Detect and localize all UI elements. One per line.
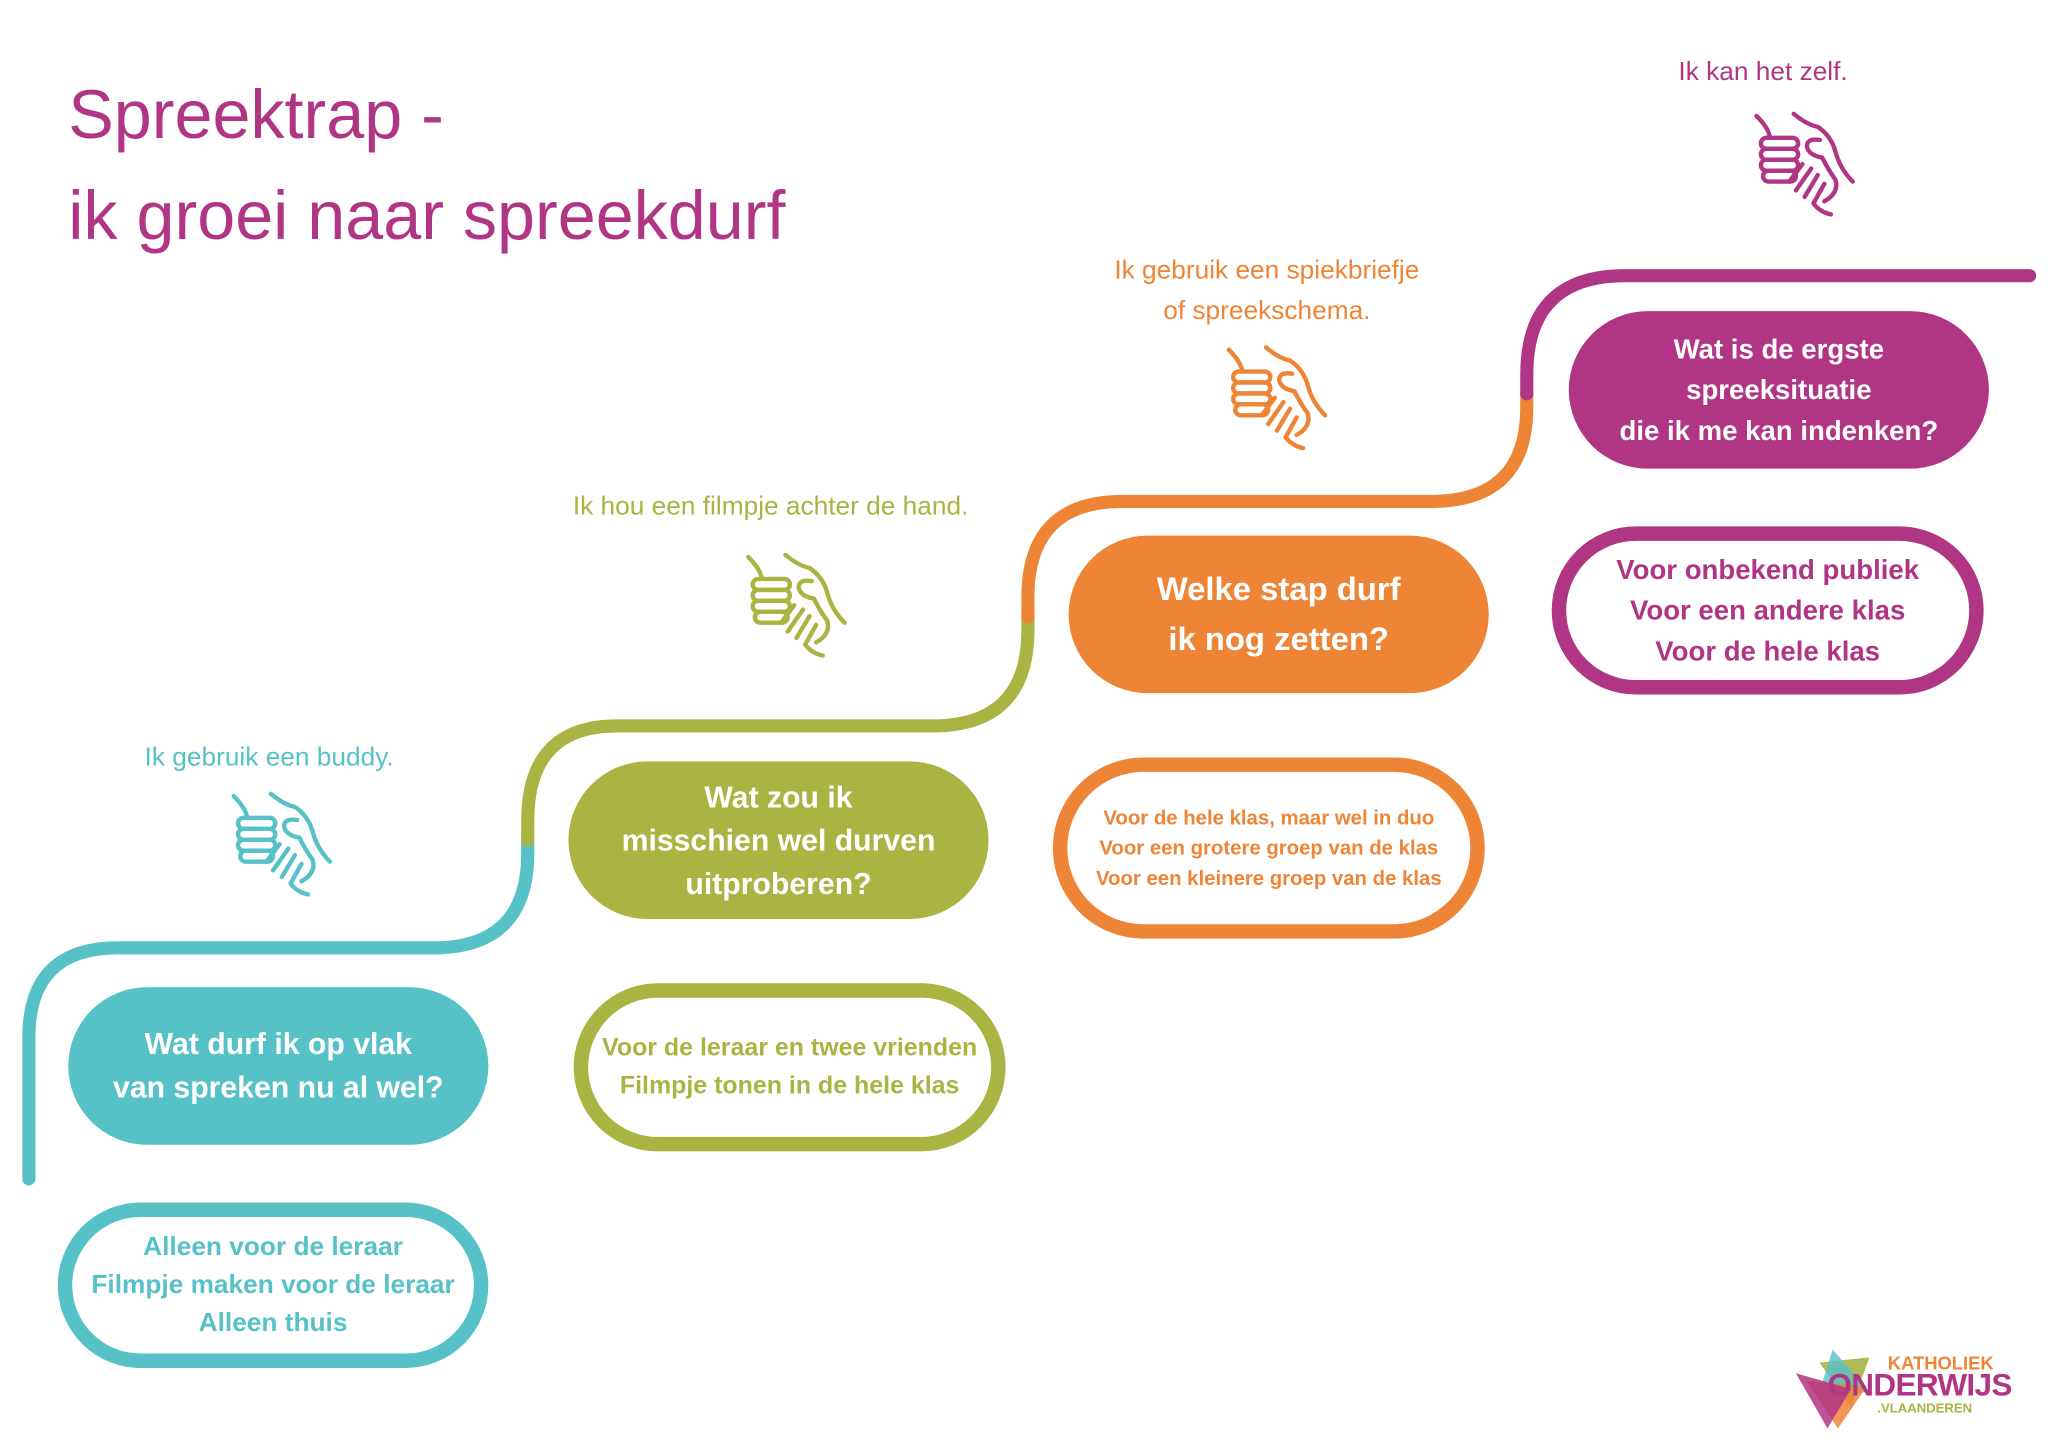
logo-text-onderwijs: ONDERWIJS (1827, 1367, 2012, 1404)
logo-star-icon (1795, 1349, 1870, 1429)
title-line-2: ik groei naar spreekdurf (68, 178, 786, 255)
answer-line: Voor de leraar en twee vrienden (602, 1034, 978, 1063)
stair-segment-green (521, 610, 1035, 847)
answer-line: Filmpje maken voor de leraar (91, 1270, 455, 1300)
answer-line: Voor onbekend publiek (1616, 554, 1920, 585)
logo-text-katholiek: KATHOLIEK (1887, 1352, 1994, 1374)
step-4-question: Wat is de ergste spreeksituatie die ik me … (1568, 311, 1989, 469)
handshake-icon (1203, 339, 1334, 464)
step-3-question: Welke stap durf ik nog zetten? (1068, 535, 1489, 694)
step-2-question: Wat zou ik misschien wel durven uitprobere… (568, 761, 989, 919)
step-1-question: Wat durf ik op vlak van spreken nu al wel… (68, 987, 489, 1145)
stair-segment-teal (22, 833, 535, 1186)
question-line: Welke stap durf (1156, 571, 1401, 608)
question-line: die ik me kan indenken? (1619, 415, 1939, 446)
step-3-caption: Ik gebruik een spiekbriefje of spreeksche… (1114, 251, 1419, 332)
caption-line: Ik kan het zelf. (1678, 57, 1848, 87)
question-line: uitproberen? (685, 865, 872, 900)
title-line-1: Spreektrap - (68, 77, 444, 154)
question-line: Wat is de ergste (1673, 334, 1885, 365)
stair-segment-orange (1021, 387, 1534, 624)
handshake-icon (207, 785, 338, 910)
answer-line: Voor een andere klas (1630, 595, 1906, 626)
step-4-caption: Ik kan het zelf. (1678, 53, 1847, 94)
answer-line: Voor een grotere groep van de klas (1099, 836, 1439, 860)
step-2-caption: Ik hou een filmpje achter de hand. (573, 487, 969, 528)
question-line: spreeksituatie (1686, 374, 1872, 405)
question-line: van spreken nu al wel? (113, 1069, 444, 1105)
caption-line: Ik gebruik een spiekbriefje (1114, 255, 1420, 285)
answer-line: Filmpje tonen in de hele klas (619, 1072, 960, 1101)
caption-line: Ik gebruik een buddy. (144, 743, 394, 772)
caption-line: Ik hou een filmpje achter de hand. (572, 492, 969, 522)
caption-line: of spreekschema. (1163, 296, 1371, 326)
step-1-caption: Ik gebruik een buddy. (145, 738, 394, 779)
answer-line: Alleen thuis (198, 1308, 348, 1338)
question-line: Wat zou ik (704, 779, 853, 814)
answer-line: Alleen voor de leraar (143, 1232, 403, 1261)
logo-text-vlaanderen: .VLAANDEREN (1877, 1402, 1973, 1417)
answer-line: Voor de hele klas, maar wel in duo (1103, 806, 1435, 830)
handshake-icon (722, 546, 853, 671)
question-line: ik nog zetten? (1168, 620, 1389, 658)
question-line: misschien wel durven (621, 822, 936, 857)
question-line: Wat durf ik op vlak (144, 1026, 412, 1061)
handshake-icon (1730, 105, 1861, 230)
stair-segment-magenta (1520, 269, 2037, 401)
katholiek-onderwijs-logo: KATHOLIEK ONDERWIJS .VLAANDEREN (1793, 1347, 2016, 1434)
answer-line: Voor de hele klas (1655, 636, 1881, 667)
answer-line: Voor een kleinere groep van de klas (1095, 867, 1442, 890)
